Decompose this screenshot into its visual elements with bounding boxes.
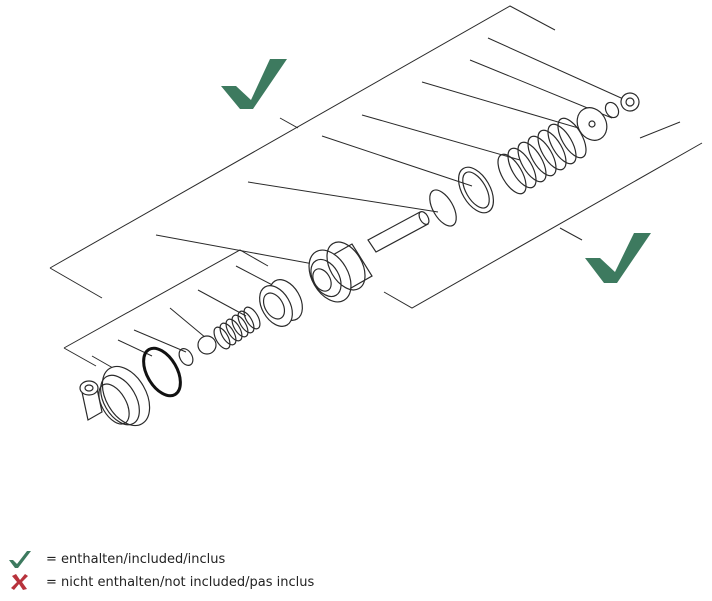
legend-not-included-label: = nicht enthalten/not included/pas inclu… [46, 574, 315, 590]
valve-housing-part [79, 365, 151, 427]
legend-row-included: = enthalten/included/inclus [8, 549, 428, 569]
legend-included-label: = enthalten/included/inclus [46, 551, 226, 567]
check-mark-icon [9, 551, 31, 568]
included-check-icon-lower-right [585, 233, 651, 283]
lower-kit-bracket [63, 249, 269, 367]
upper-kit-bracket [49, 5, 703, 309]
included-check-icon-upper-left [221, 59, 287, 109]
washer-small-part [620, 92, 640, 112]
legend-row-not-included: = nicht enthalten/not included/pas inclu… [8, 572, 428, 592]
upper-leader-lines [155, 37, 681, 269]
small-o-ring-part [604, 101, 620, 119]
retaining-ring-part [457, 166, 495, 214]
tiny-o-ring-part [178, 348, 194, 366]
lower-leader-lines [91, 265, 283, 373]
large-spring-part [497, 117, 587, 195]
cross-mark-icon [11, 574, 28, 590]
piston-rod-part [308, 211, 430, 303]
small-spring-part [213, 306, 261, 350]
valve-seat-part [259, 279, 303, 327]
large-o-ring-part [142, 346, 182, 398]
medium-o-ring-part [429, 189, 457, 227]
ball-part [197, 335, 217, 355]
flat-washer-part [576, 107, 608, 141]
